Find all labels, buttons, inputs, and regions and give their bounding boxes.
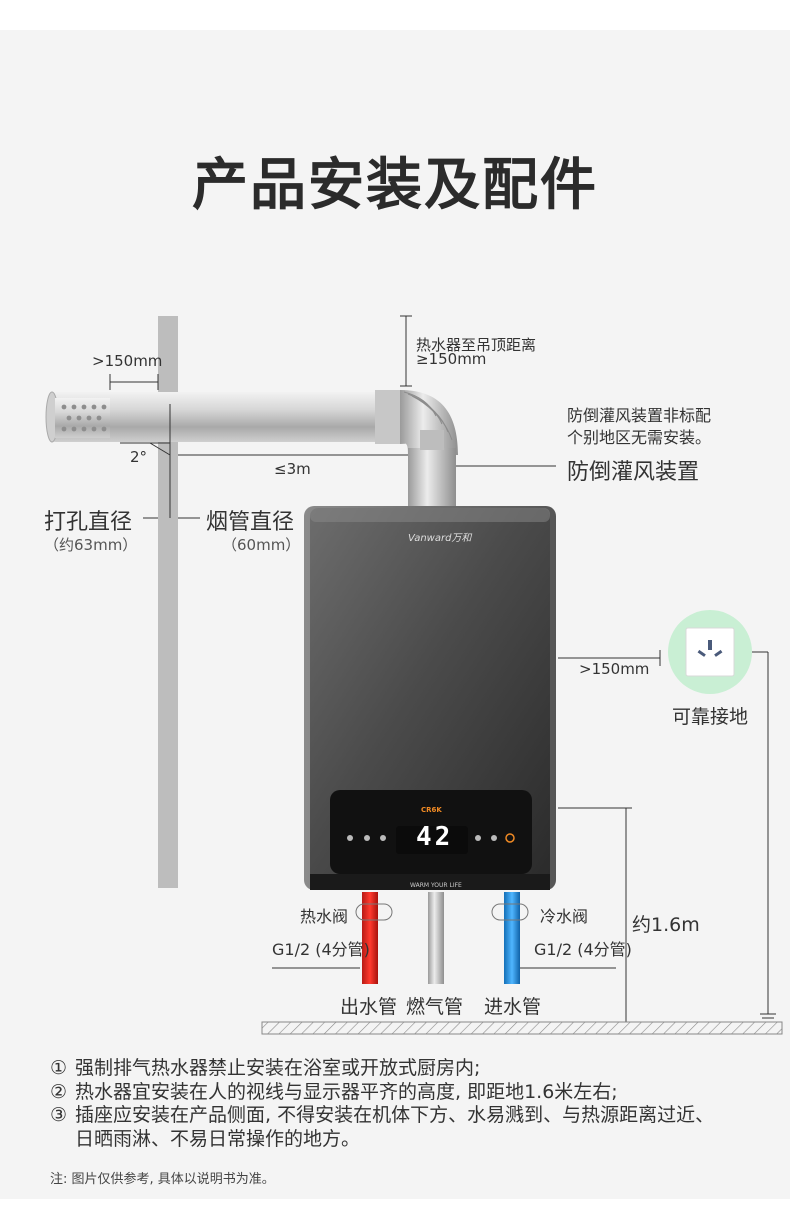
connection-pipes: [355, 892, 529, 984]
gas-pipe-label: 燃气管: [406, 996, 464, 1018]
wall-gap-label: >150mm: [92, 352, 163, 370]
temperature-display: 42: [416, 822, 454, 852]
hole-diameter-label: 打孔直径: [44, 510, 133, 535]
tilt-angle-label: 2°: [130, 448, 148, 466]
bottom-band: [0, 1199, 790, 1229]
ceiling-distance-label: 热水器至吊顶距离: [416, 336, 537, 354]
side-gap-label: >150mm: [579, 660, 650, 678]
mode-label: CR6K: [421, 806, 442, 814]
note-item: 日晒雨淋、不易日常操作的地方。: [75, 1127, 361, 1150]
thread-left-label: G1/2 (4分管): [272, 940, 370, 959]
gas-pipe: [428, 892, 444, 984]
cold-water-pipe: [504, 892, 520, 984]
flue-pipe: [45, 390, 458, 510]
water-heater: [304, 506, 556, 890]
inlet-pipe-label: 进水管: [484, 996, 542, 1018]
pipe-length-label: ≤3m: [274, 460, 311, 478]
anti-backdraft-note-1: 防倒灌风装置非标配: [567, 406, 712, 425]
hot-valve-label: 热水阀: [300, 907, 349, 926]
height-label: 约1.6m: [632, 914, 700, 936]
outlet-pipe-label: 出水管: [340, 996, 398, 1018]
hot-water-pipe: [362, 892, 378, 984]
socket-caption: 可靠接地: [672, 706, 749, 728]
wall: [158, 316, 178, 888]
thread-right-label: G1/2 (4分管): [534, 940, 632, 959]
ceiling-distance-value: ≥150mm: [416, 350, 487, 368]
power-outlet-icon: [668, 610, 752, 694]
disclaimer: 注: 图片仅供参考, 具体以说明书为准。: [50, 1172, 275, 1187]
floor: [261, 1021, 783, 1035]
dimension-lines: [109, 315, 776, 1023]
heater-slogan: WARM YOUR LIFE: [410, 882, 462, 889]
flue-diameter-label: 烟管直径: [206, 510, 295, 535]
anti-backdraft-note-2: 个别地区无需安装。: [567, 428, 712, 447]
flue-diameter-value: （60mm）: [222, 536, 301, 554]
hole-diameter-value: （约63mm）: [44, 536, 138, 554]
brand-logo: Vanward万和: [408, 533, 472, 544]
cold-valve-label: 冷水阀: [540, 907, 589, 926]
page-title: 产品安装及配件: [192, 153, 598, 218]
top-band: [0, 0, 790, 30]
anti-backdraft-label: 防倒灌风装置: [567, 460, 700, 485]
